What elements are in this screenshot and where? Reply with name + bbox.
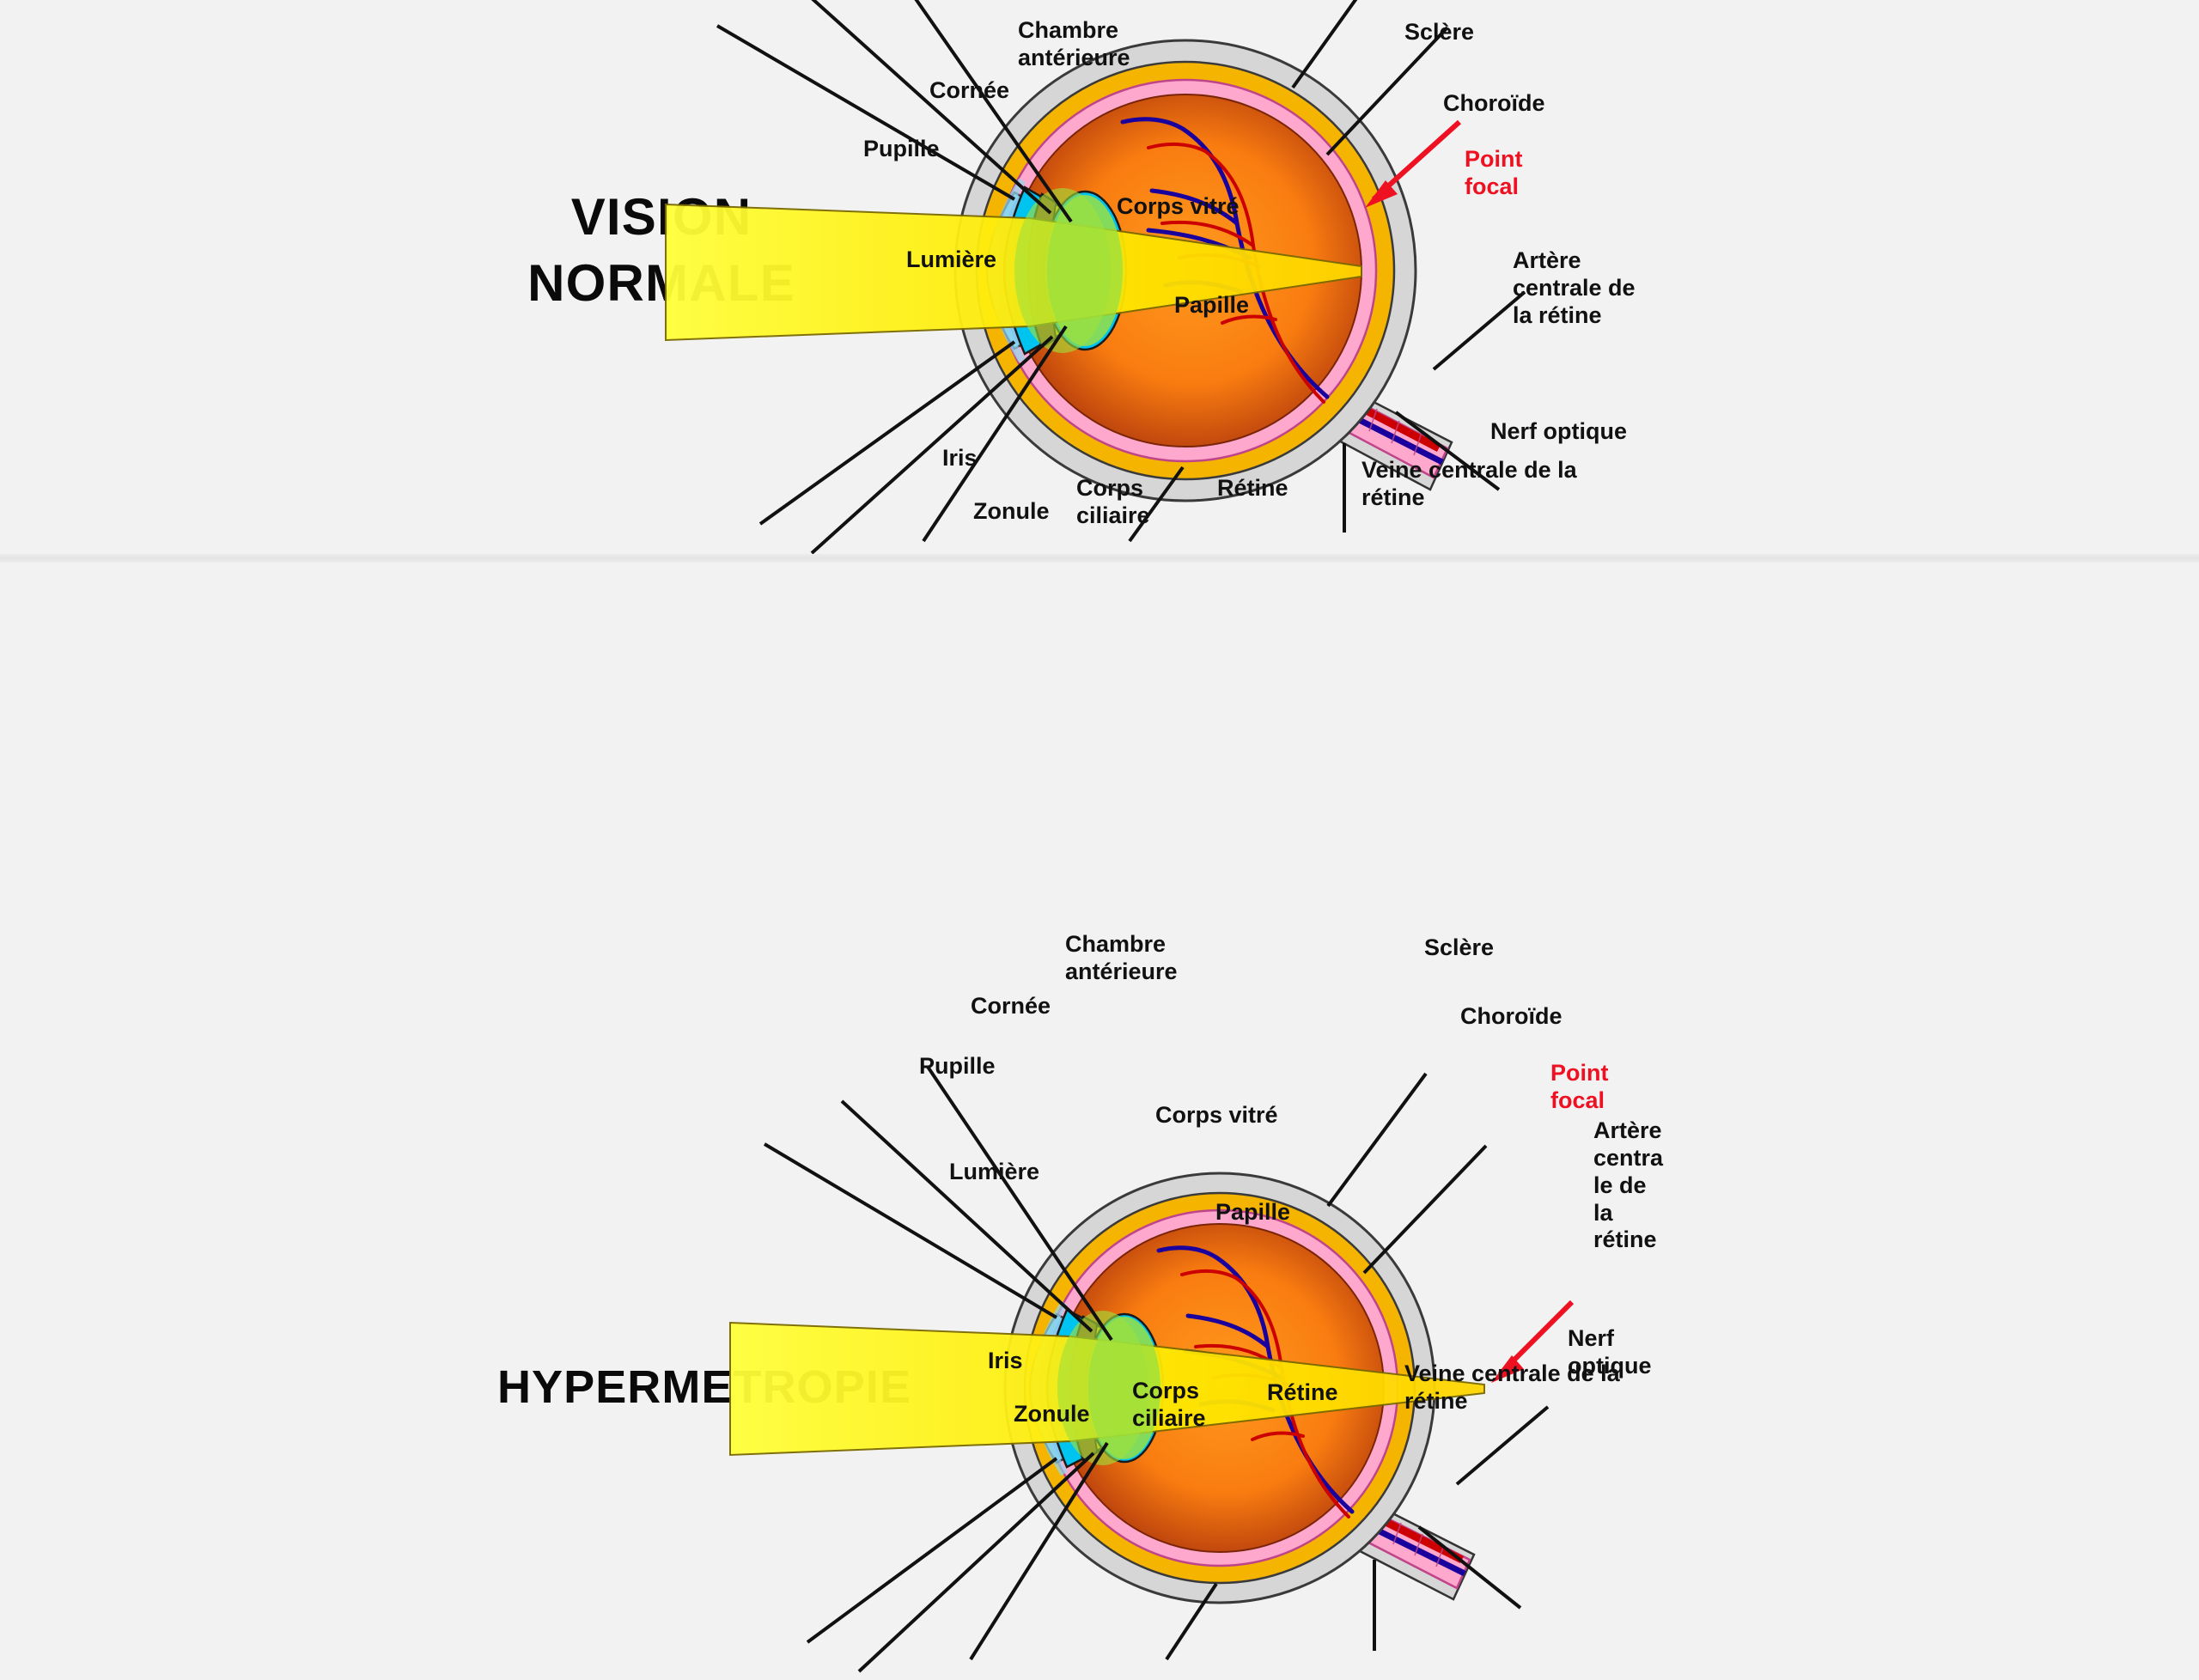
label-iris: Iris [942,445,978,471]
leader-lines [716,0,1526,555]
label-nerf-optique: Nerf optique [1490,418,1627,444]
lens-body [1047,195,1123,346]
label-artere-centrale: Artère centra le de la rétine [1593,1117,1664,1253]
panel-vision-normale: VISION NORMALE [0,0,2199,557]
label-cornee: Cornée [971,993,1051,1019]
label-artere-centrale: Artère centrale de la rétine [1513,247,1636,328]
label-point-focal: Point focal [1550,1060,1609,1113]
label-choroide: Choroïde [1460,1003,1562,1029]
label-lumiere: Lumière [949,1159,1040,1184]
label-retine: Rétine [1267,1379,1338,1405]
label-lumiere: Lumière [906,247,997,272]
panel-hypermetropie: HYPERMETROPIE [0,563,2199,1673]
light-beam [665,188,1362,353]
label-point-focal: Point focal [1465,146,1523,199]
label-veine-centrale: Veine centrale de la rétine [1404,1360,1620,1414]
focal-point-arrow [1365,119,1462,208]
label-pupille: Pupille [919,1053,996,1079]
label-chambre-anterieure: Chambre antérieure [1018,17,1130,70]
label-zonule: Zonule [973,498,1050,524]
eye-illustration-normal [665,0,1774,558]
label-corps-vitre: Corps vitré [1117,193,1240,219]
label-choroide: Choroïde [1443,90,1545,116]
label-cornee: Cornée [929,77,1010,103]
label-veine-centrale: Veine centrale de la rétine [1361,457,1577,510]
label-papille: Papille [1174,292,1250,318]
label-sclere: Sclère [1424,934,1495,960]
section-divider [0,554,2199,563]
label-corps-vitre: Corps vitré [1155,1102,1278,1128]
label-pupille: Pupille [863,136,940,161]
label-zonule: Zonule [1014,1401,1090,1427]
label-papille: Papille [1215,1199,1291,1225]
label-iris: Iris [988,1348,1023,1373]
label-chambre-anterieure: Chambre antérieure [1065,931,1178,984]
label-corps-ciliaire: Corps ciliaire [1076,475,1150,528]
label-sclere: Sclère [1404,19,1475,45]
label-retine: Rétine [1217,475,1288,501]
label-corps-ciliaire: Corps ciliaire [1132,1378,1206,1431]
